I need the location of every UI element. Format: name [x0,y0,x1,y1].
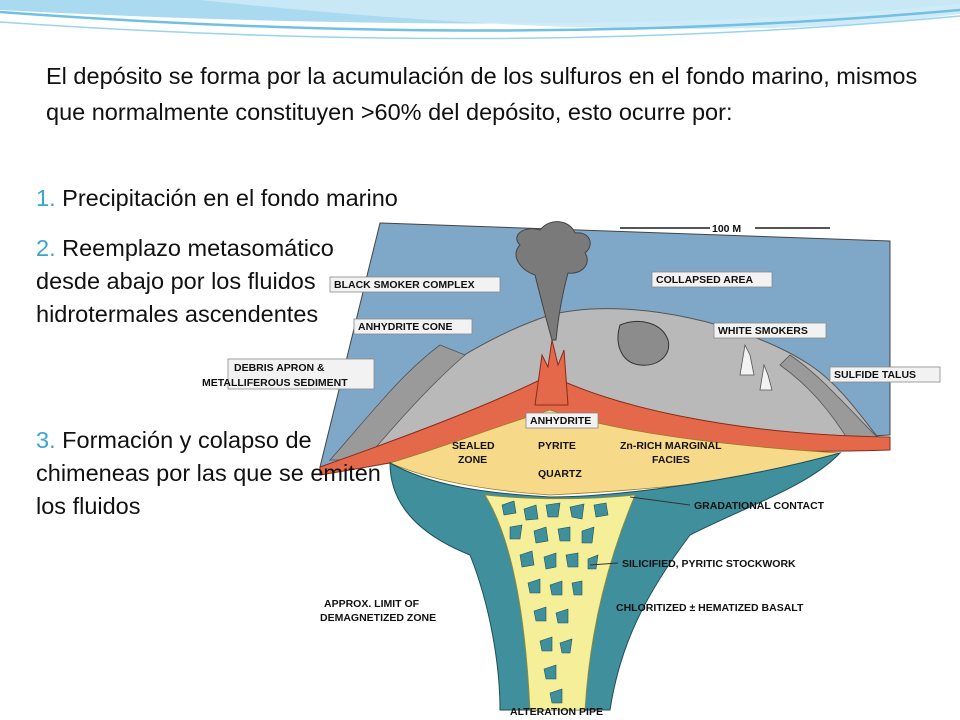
label-approx-limit: APPROX. LIMIT OF [324,598,420,610]
white-smoker-chimney [759,363,773,391]
list-item-3: 3. Formación y colapso de chimeneas por … [36,424,396,523]
list-text: Reemplazo metasomático desde abajo por l… [36,235,334,327]
black-smoker-plume [515,221,591,341]
label-sealed: SEALED [452,440,495,452]
label-black-smoker: BLACK SMOKER COMPLEX [334,279,475,291]
label-sulfide-talus: SULFIDE TALUS [834,369,916,381]
white-smoker-chimney [739,343,755,376]
label-anhydrite-cone: ANHYDRITE CONE [358,321,453,333]
label-collapsed-area: COLLAPSED AREA [656,274,753,286]
label-white-smokers: WHITE SMOKERS [718,325,808,337]
label-debris-apron: DEBRIS APRON & [234,362,325,374]
label-alteration-pipe: ALTERATION PIPE [510,706,603,718]
label-chloritized-basalt: CHLORITIZED ± HEMATIZED BASALT [616,602,804,614]
list-number: 1. [36,185,56,211]
label-gradational-contact: GRADATIONAL CONTACT [694,500,825,512]
label-quartz: QUARTZ [538,468,582,480]
list-item-1: 1. Precipitación en el fondo marino [36,182,398,215]
list-text: Precipitación en el fondo marino [62,185,398,211]
intro-paragraph: El depósito se forma por la acumulación … [46,63,918,125]
label-metalliferous-sediment: METALLIFEROUS SEDIMENT [202,377,348,389]
label-sealed-zone: ZONE [458,454,487,466]
anhydrite-cone [534,339,569,406]
label-stockwork: SILICIFIED, PYRITIC STOCKWORK [622,558,796,570]
scale-bar-label: 100 M [712,223,741,235]
label-zn-rich: Zn-RICH MARGINAL [620,440,722,452]
stockwork-fragments [501,500,609,704]
label-zn-rich-facies: FACIES [652,454,690,466]
list-text: Formación y colapso de chimeneas por las… [36,427,381,519]
header-swoosh [0,0,960,40]
alteration-pipe [484,494,636,711]
list-number: 3. [36,427,56,453]
label-anhydrite: ANHYDRITE [530,415,591,427]
label-pyrite: PYRITE [538,440,576,452]
label-demagnetized-zone: DEMAGNETIZED ZONE [320,612,436,624]
debris-apron [329,344,466,461]
chloritized-basalt [389,452,842,711]
list-item-2: 2. Reemplazo metasomático desde abajo po… [36,232,366,331]
collapsed-area [617,321,670,366]
vms-deposit-diagram: 100 M BLACK SMOKER COMPLEX COLLAPSED ARE… [202,221,941,718]
list-number: 2. [36,235,56,261]
